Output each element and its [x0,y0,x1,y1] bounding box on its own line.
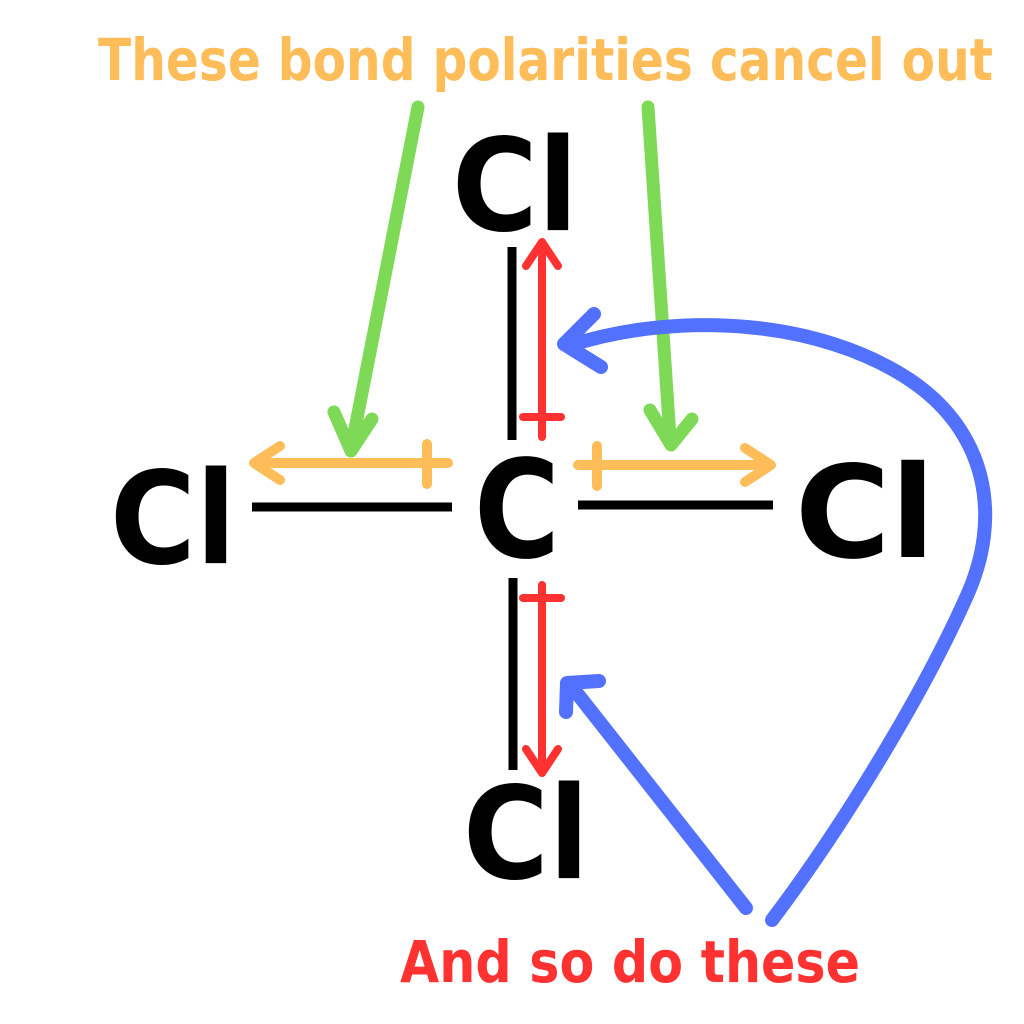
bottom-cl-label: Cl [463,760,589,909]
green-pointer-right [641,100,699,452]
dipole-arrow-up [519,238,565,441]
dipole-arrow-right [573,441,776,491]
green-pointer-right-shaft [641,100,677,445]
top-cl-label: Cl [452,112,578,261]
left-cl-label: Cl [110,445,236,594]
caption-text: And so do these [400,928,860,996]
atom-labels: Cl C Cl Cl Cl [110,112,935,909]
blue-pointer-straight-shaft [569,685,753,915]
dipole-arrow-down-head-icon [522,745,562,777]
dipole-arrow-left [249,439,453,489]
blue-pointer-straight [559,674,753,915]
carbon-label: C [474,432,560,590]
blue-pointer-curved-shaft [561,318,993,927]
green-pointer-left-head-icon [327,405,379,458]
dipole-arrow-up-head-icon [522,238,562,270]
green-pointer-left [327,100,425,458]
blue-pointer-straight-head-icon [559,674,606,719]
blue-pointer-curved [557,307,993,927]
dipole-arrow-left-head-icon [249,441,285,485]
dipole-arrow-right-head-icon [740,443,776,487]
green-pointer-left-shaft [345,100,425,451]
title-text: These bond polarities cancel out [98,26,993,94]
right-cl-label: Cl [795,439,935,588]
bonds [252,247,773,770]
blue-pointer-curved-head-icon [557,307,608,374]
green-pointer-right-head-icon [643,403,699,452]
dipole-arrow-down [519,581,565,777]
